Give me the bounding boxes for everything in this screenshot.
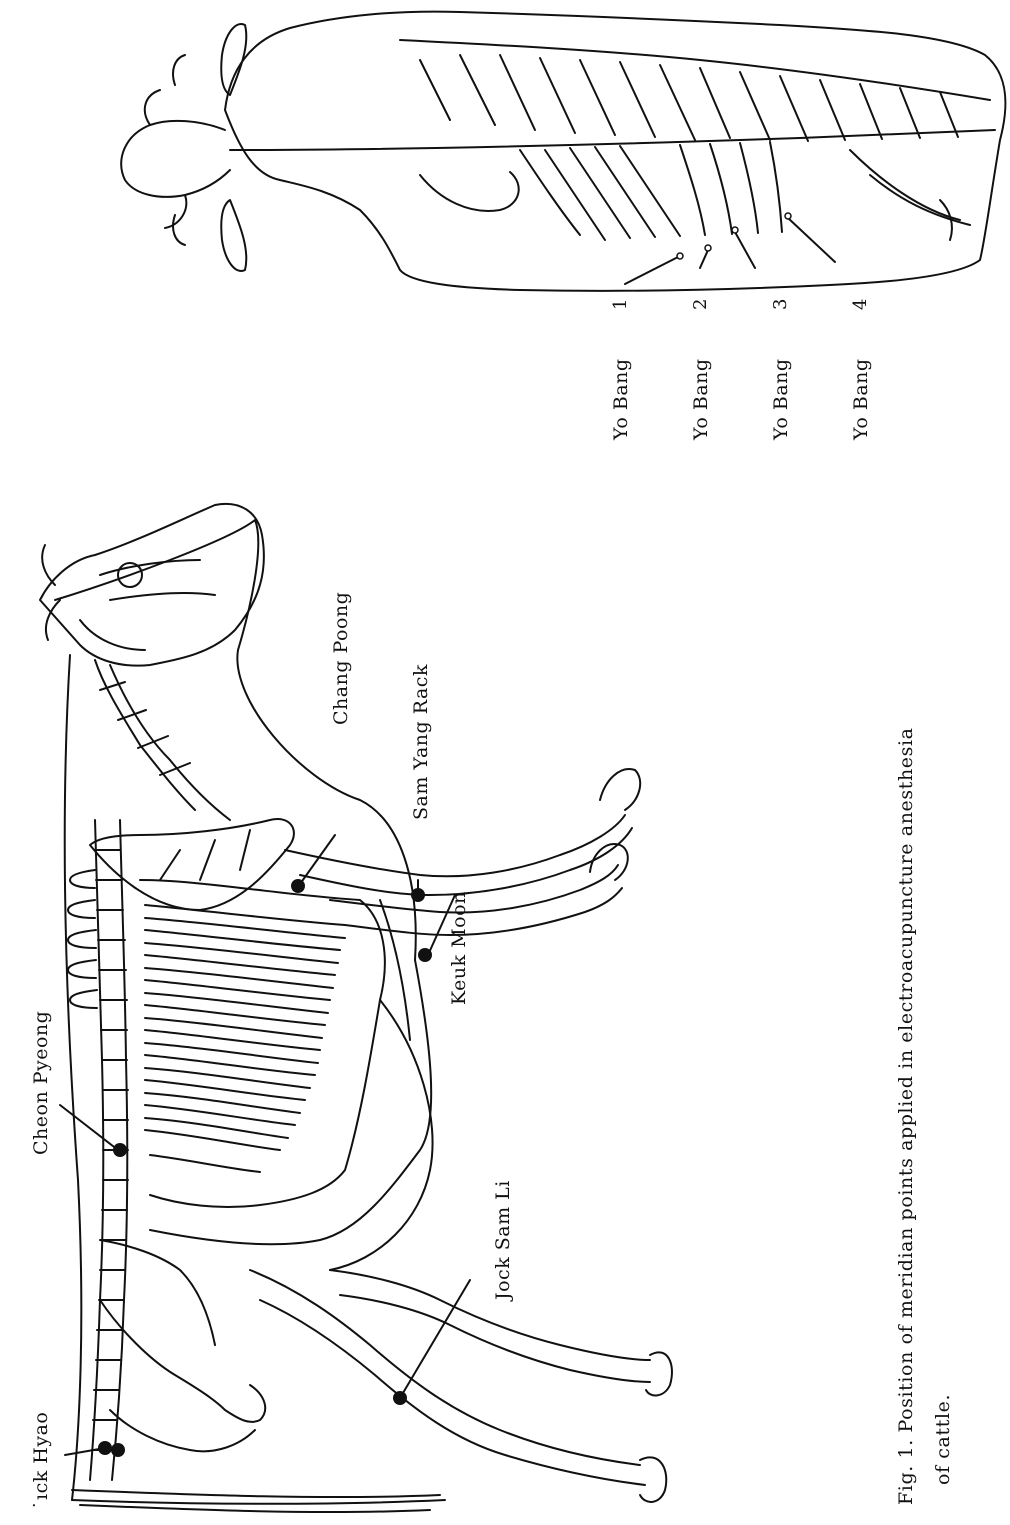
label-chang-poong: Chang Poong: [330, 592, 352, 725]
point-chang-poong: [291, 879, 305, 893]
yo-bang-label-3: Yo Bang: [770, 358, 792, 440]
label-keuk-moon: Keuk Moon: [448, 891, 470, 1005]
point-ack-hyao: [98, 1441, 112, 1455]
point-keuk-moon: [418, 948, 432, 962]
label-ack-hyao: ˙ıck Hyao: [30, 1412, 52, 1510]
label-jock-sam-li: Jock Sam Li: [492, 1180, 514, 1300]
point-yo-bang-2: [705, 245, 711, 251]
point-jock-sam-li: [393, 1391, 407, 1405]
label-cheon-pyeong: Cheon Pyeong: [30, 1011, 52, 1155]
figure-caption-line1: Fig. 1. Position of meridian points appl…: [895, 727, 917, 1505]
yo-bang-points: [677, 213, 791, 259]
point-yo-bang-4: [785, 213, 791, 219]
yo-bang-number-2: 2: [690, 299, 711, 310]
yo-bang-label-4: Yo Bang: [850, 358, 872, 440]
yo-bang-number-4: 4: [850, 299, 871, 310]
cattle-top-view: [121, 12, 1005, 291]
yo-bang-number-1: 1: [610, 299, 631, 310]
point-yo-bang-3: [732, 227, 738, 233]
point-sam-yang-rack: [411, 888, 425, 902]
cattle-skeleton: [40, 504, 672, 1512]
yo-bang-number-3: 3: [770, 299, 791, 310]
meridian-points: [98, 879, 432, 1457]
figure-caption-line2: of cattle.: [932, 1394, 954, 1485]
point-tail-base: [111, 1443, 125, 1457]
point-cheon-pyeong: [113, 1143, 127, 1157]
label-sam-yang-rack: Sam Yang Rack: [410, 664, 432, 820]
yo-bang-label-1: Yo Bang: [610, 358, 632, 440]
point-yo-bang-1: [677, 253, 683, 259]
yo-bang-label-2: Yo Bang: [690, 358, 712, 440]
leader-lines: [60, 218, 835, 1455]
